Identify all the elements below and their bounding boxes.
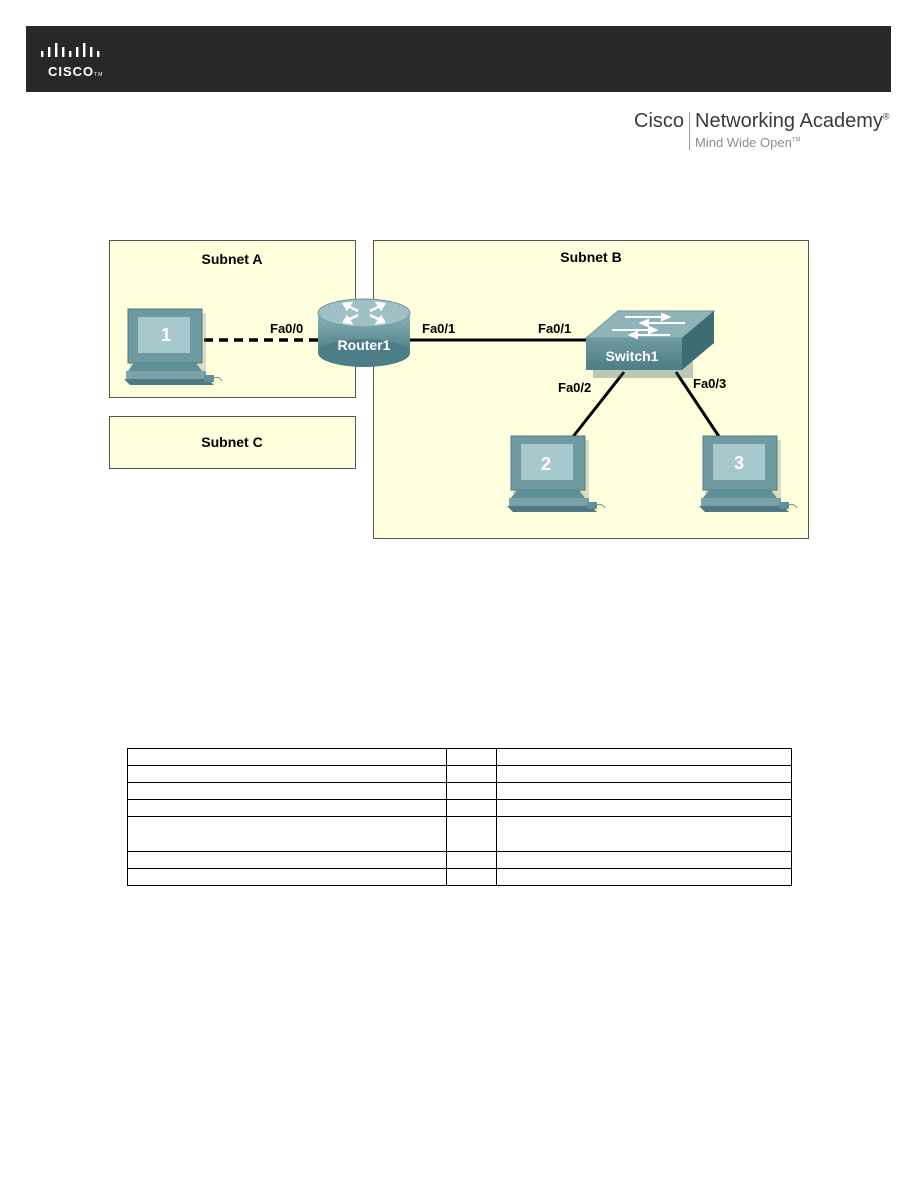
pc2-icon [507, 435, 606, 512]
port-label-switch-fa01: Fa0/1 [538, 321, 571, 336]
network-topology-diagram: Subnet A Subnet B Subnet C Fa0/0 Fa0/1 F… [109, 240, 809, 539]
router-icon [317, 298, 411, 367]
subnet-b-label: Subnet B [560, 249, 621, 265]
table-cell [496, 868, 792, 886]
academy-brand: Cisco [634, 110, 685, 132]
table-row [127, 816, 792, 852]
table-cell [496, 799, 792, 817]
cisco-bridge-icon [40, 42, 104, 78]
academy-divider [689, 112, 690, 150]
port-label-switch-fa02: Fa0/2 [558, 380, 591, 395]
table-cell [446, 748, 497, 766]
table-cell [496, 782, 792, 800]
table-cell [127, 868, 447, 886]
pc3-icon [699, 435, 798, 512]
academy-name: Networking Academy® [695, 110, 890, 132]
networking-academy-logo: Cisco Networking Academy® Mind Wide Open… [634, 110, 894, 154]
table-row [127, 748, 792, 766]
table-cell [446, 782, 497, 800]
link-switch-pc2 [570, 371, 626, 439]
table-cell [446, 868, 497, 886]
header-bar: CISCOTM [26, 26, 891, 92]
subnet-c-box [109, 416, 356, 469]
table-cell [127, 782, 447, 800]
table-cell [446, 851, 497, 869]
pc1-icon [124, 308, 223, 385]
switch-icon [584, 310, 716, 378]
table-row [127, 868, 792, 886]
link-switch-pc3 [674, 371, 722, 439]
table-cell [127, 765, 447, 783]
table-cell [496, 851, 792, 869]
subnet-a-label: Subnet A [202, 251, 263, 267]
table-cell [496, 765, 792, 783]
table-cell [127, 816, 447, 852]
table-row [127, 765, 792, 783]
pc3-label: 3 [734, 453, 744, 473]
port-label-router-fa01: Fa0/1 [422, 321, 455, 336]
table-cell [127, 799, 447, 817]
table-cell [446, 816, 497, 852]
table-cell [496, 748, 792, 766]
switch-label: Switch1 [606, 348, 659, 364]
table-cell [496, 816, 792, 852]
table-row [127, 851, 792, 869]
table-row [127, 782, 792, 800]
port-label-router-fa00: Fa0/0 [270, 321, 303, 336]
table-cell [127, 851, 447, 869]
pc2-label: 2 [541, 454, 551, 474]
table-cell [446, 765, 497, 783]
router-label: Router1 [338, 337, 391, 353]
subnet-c-label: Subnet C [201, 434, 262, 450]
addressing-table [127, 748, 792, 886]
port-label-switch-fa03: Fa0/3 [693, 376, 726, 391]
pc1-label: 1 [161, 325, 171, 345]
table-row [127, 799, 792, 817]
table-cell [127, 748, 447, 766]
table-cell [446, 799, 497, 817]
academy-tagline: Mind Wide OpenTM [695, 135, 801, 150]
cisco-wordmark: CISCOTM [48, 64, 104, 79]
